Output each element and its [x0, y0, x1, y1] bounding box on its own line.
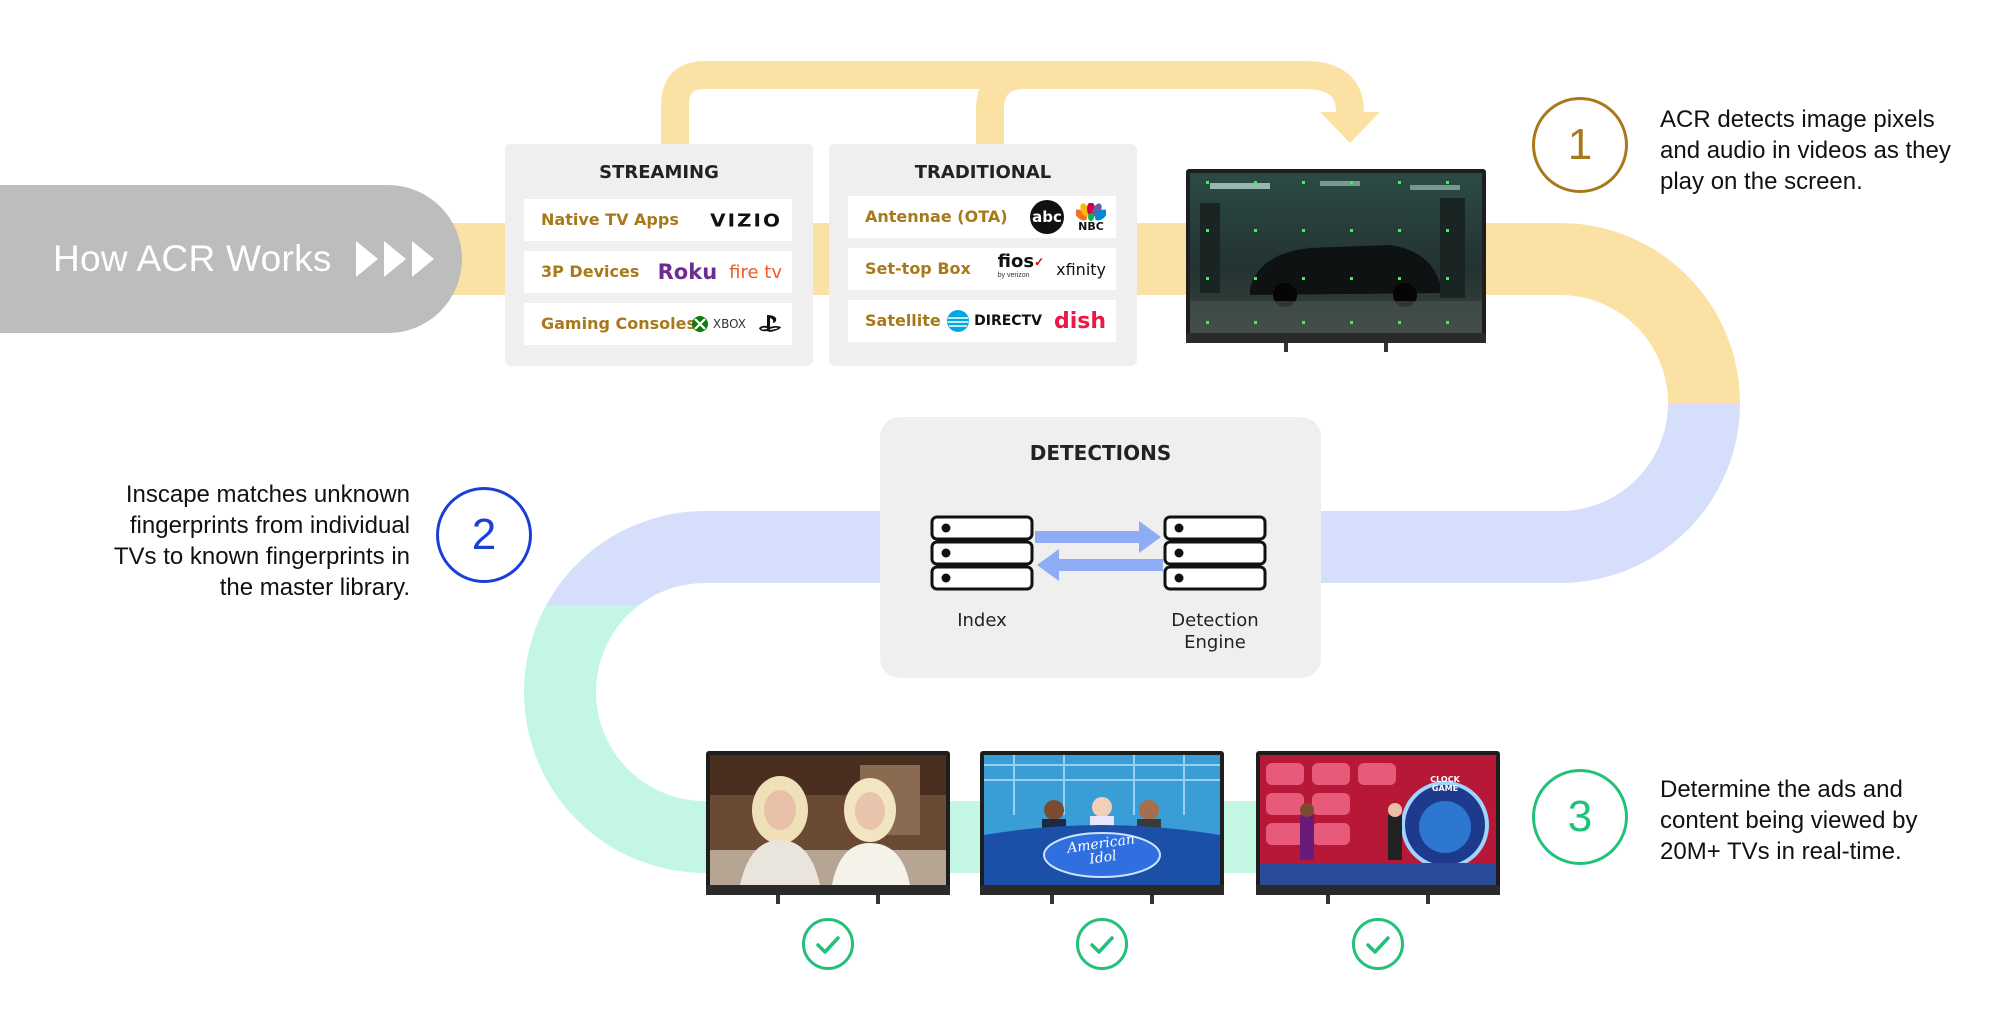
abc-logo: abc — [1030, 200, 1064, 234]
detection-engine-server-icon — [1163, 515, 1267, 591]
streaming-heading: STREAMING — [599, 162, 719, 183]
detection-engine-label: Detection Engine — [1171, 610, 1259, 653]
att-globe-icon — [947, 310, 970, 332]
tv-game-show-scene: CLOCK GAME — [1256, 751, 1500, 904]
fios-check-icon: ✓ — [1034, 255, 1045, 269]
source-row-3p-devices: 3P Devices Roku fire tv — [524, 251, 792, 293]
step-2-text: Inscape matches unknown fingerprints fro… — [113, 481, 410, 601]
header-title: How ACR Works — [53, 238, 332, 279]
clock-game-badge: CLOCK GAME — [1430, 775, 1460, 793]
source-label: 3P Devices — [541, 262, 640, 281]
xfinity-logo: xfinity — [1056, 259, 1106, 279]
american-idol-scene-image — [984, 755, 1220, 885]
drama-scene-image — [710, 755, 946, 885]
step-1-text: ACR detects image pixels and audio in vi… — [1660, 106, 1951, 195]
exchange-arrows-icon — [1035, 521, 1163, 581]
firetv-logo: fire tv — [729, 261, 782, 283]
detections-heading: DETECTIONS — [1029, 441, 1172, 465]
tv-drama-scene — [706, 751, 950, 904]
source-label: Gaming Consoles — [541, 314, 696, 333]
dish-logo: dish — [1053, 308, 1106, 334]
tv-american-idol-scene: American Idol — [980, 751, 1224, 904]
index-server-icon — [930, 515, 1034, 591]
step-3-circle: 3 — [1532, 769, 1628, 865]
source-row-antennae: Antennae (OTA) abc NBC — [848, 196, 1116, 238]
traditional-heading: TRADITIONAL — [914, 162, 1052, 183]
top-arc-left — [661, 61, 1050, 160]
source-label: Antennae (OTA) — [865, 207, 1008, 226]
top-arrow-head — [1320, 112, 1380, 143]
step-1-circle: 1 — [1532, 97, 1628, 193]
nbc-peacock-icon — [1076, 202, 1106, 221]
parking-garage-scene — [1190, 173, 1482, 333]
directv-logo: DIRECTV — [946, 309, 1042, 333]
header-pill: How ACR Works — [0, 185, 462, 333]
nbc-logo: NBC — [1076, 202, 1106, 232]
source-label: Satellite — [865, 311, 941, 330]
check-icon — [1076, 918, 1128, 970]
xbox-logo: XBOX — [691, 315, 746, 333]
header-arrows-icon — [355, 239, 436, 279]
streaming-panel: STREAMING Native TV Apps VIZIO 3P Device… — [505, 144, 813, 366]
index-label: Index — [957, 610, 1007, 631]
source-row-native-tv-apps: Native TV Apps VIZIO — [524, 199, 792, 241]
xbox-icon — [691, 316, 708, 332]
roku-logo: Roku — [657, 260, 718, 284]
source-label: Native TV Apps — [541, 210, 679, 229]
playstation-icon — [759, 315, 781, 332]
source-row-gaming-consoles: Gaming Consoles XBOX — [524, 303, 792, 345]
source-row-satellite: Satellite DIRECTV dish — [848, 300, 1116, 342]
tv-acr-scene — [1186, 169, 1486, 352]
step-2-circle: 2 — [436, 487, 532, 583]
step-3-text: Determine the ads and content being view… — [1660, 776, 1918, 865]
tv-screen — [1190, 173, 1482, 333]
traditional-panel: TRADITIONAL Antennae (OTA) abc NBC Set-t… — [829, 144, 1137, 366]
vizio-logo: VIZIO — [710, 209, 782, 231]
fios-logo: fios ✓ by verizon — [997, 251, 1045, 280]
source-label: Set-top Box — [865, 259, 971, 278]
check-icon — [1352, 918, 1404, 970]
check-icon — [802, 918, 854, 970]
game-show-scene-image — [1260, 755, 1496, 885]
top-arc-right — [976, 61, 1364, 160]
source-row-set-top-box: Set-top Box fios ✓ by verizon xfinity — [848, 248, 1116, 290]
detections-panel: DETECTIONS Index Detection Engine — [880, 417, 1321, 678]
